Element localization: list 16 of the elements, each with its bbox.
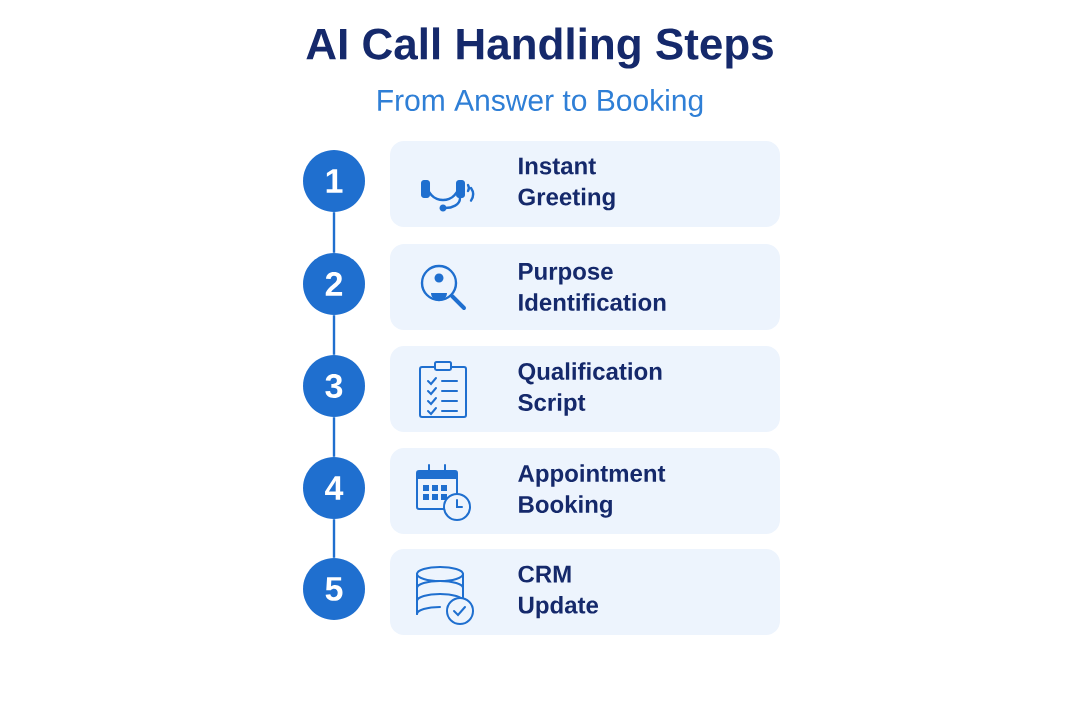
step-number: 3 — [303, 355, 365, 417]
step-number: 5 — [303, 558, 365, 620]
step-card: Qualification Script — [390, 346, 780, 432]
subtitle: From Answer to Booking — [378, 89, 703, 117]
step-number: 1 — [303, 150, 365, 212]
connector-line — [332, 212, 336, 253]
connector-line — [332, 519, 336, 558]
connector-line — [332, 315, 336, 355]
title: AI Call Handling Steps — [306, 27, 773, 69]
connector-line — [332, 417, 336, 457]
step-card: Instant Greeting — [390, 141, 780, 227]
step-number: 4 — [303, 457, 365, 519]
step-card: CRM Update — [390, 549, 780, 635]
step-card: Purpose Identification — [390, 244, 780, 330]
step-number: 2 — [303, 253, 365, 315]
step-card: Appointment Booking — [390, 448, 780, 534]
